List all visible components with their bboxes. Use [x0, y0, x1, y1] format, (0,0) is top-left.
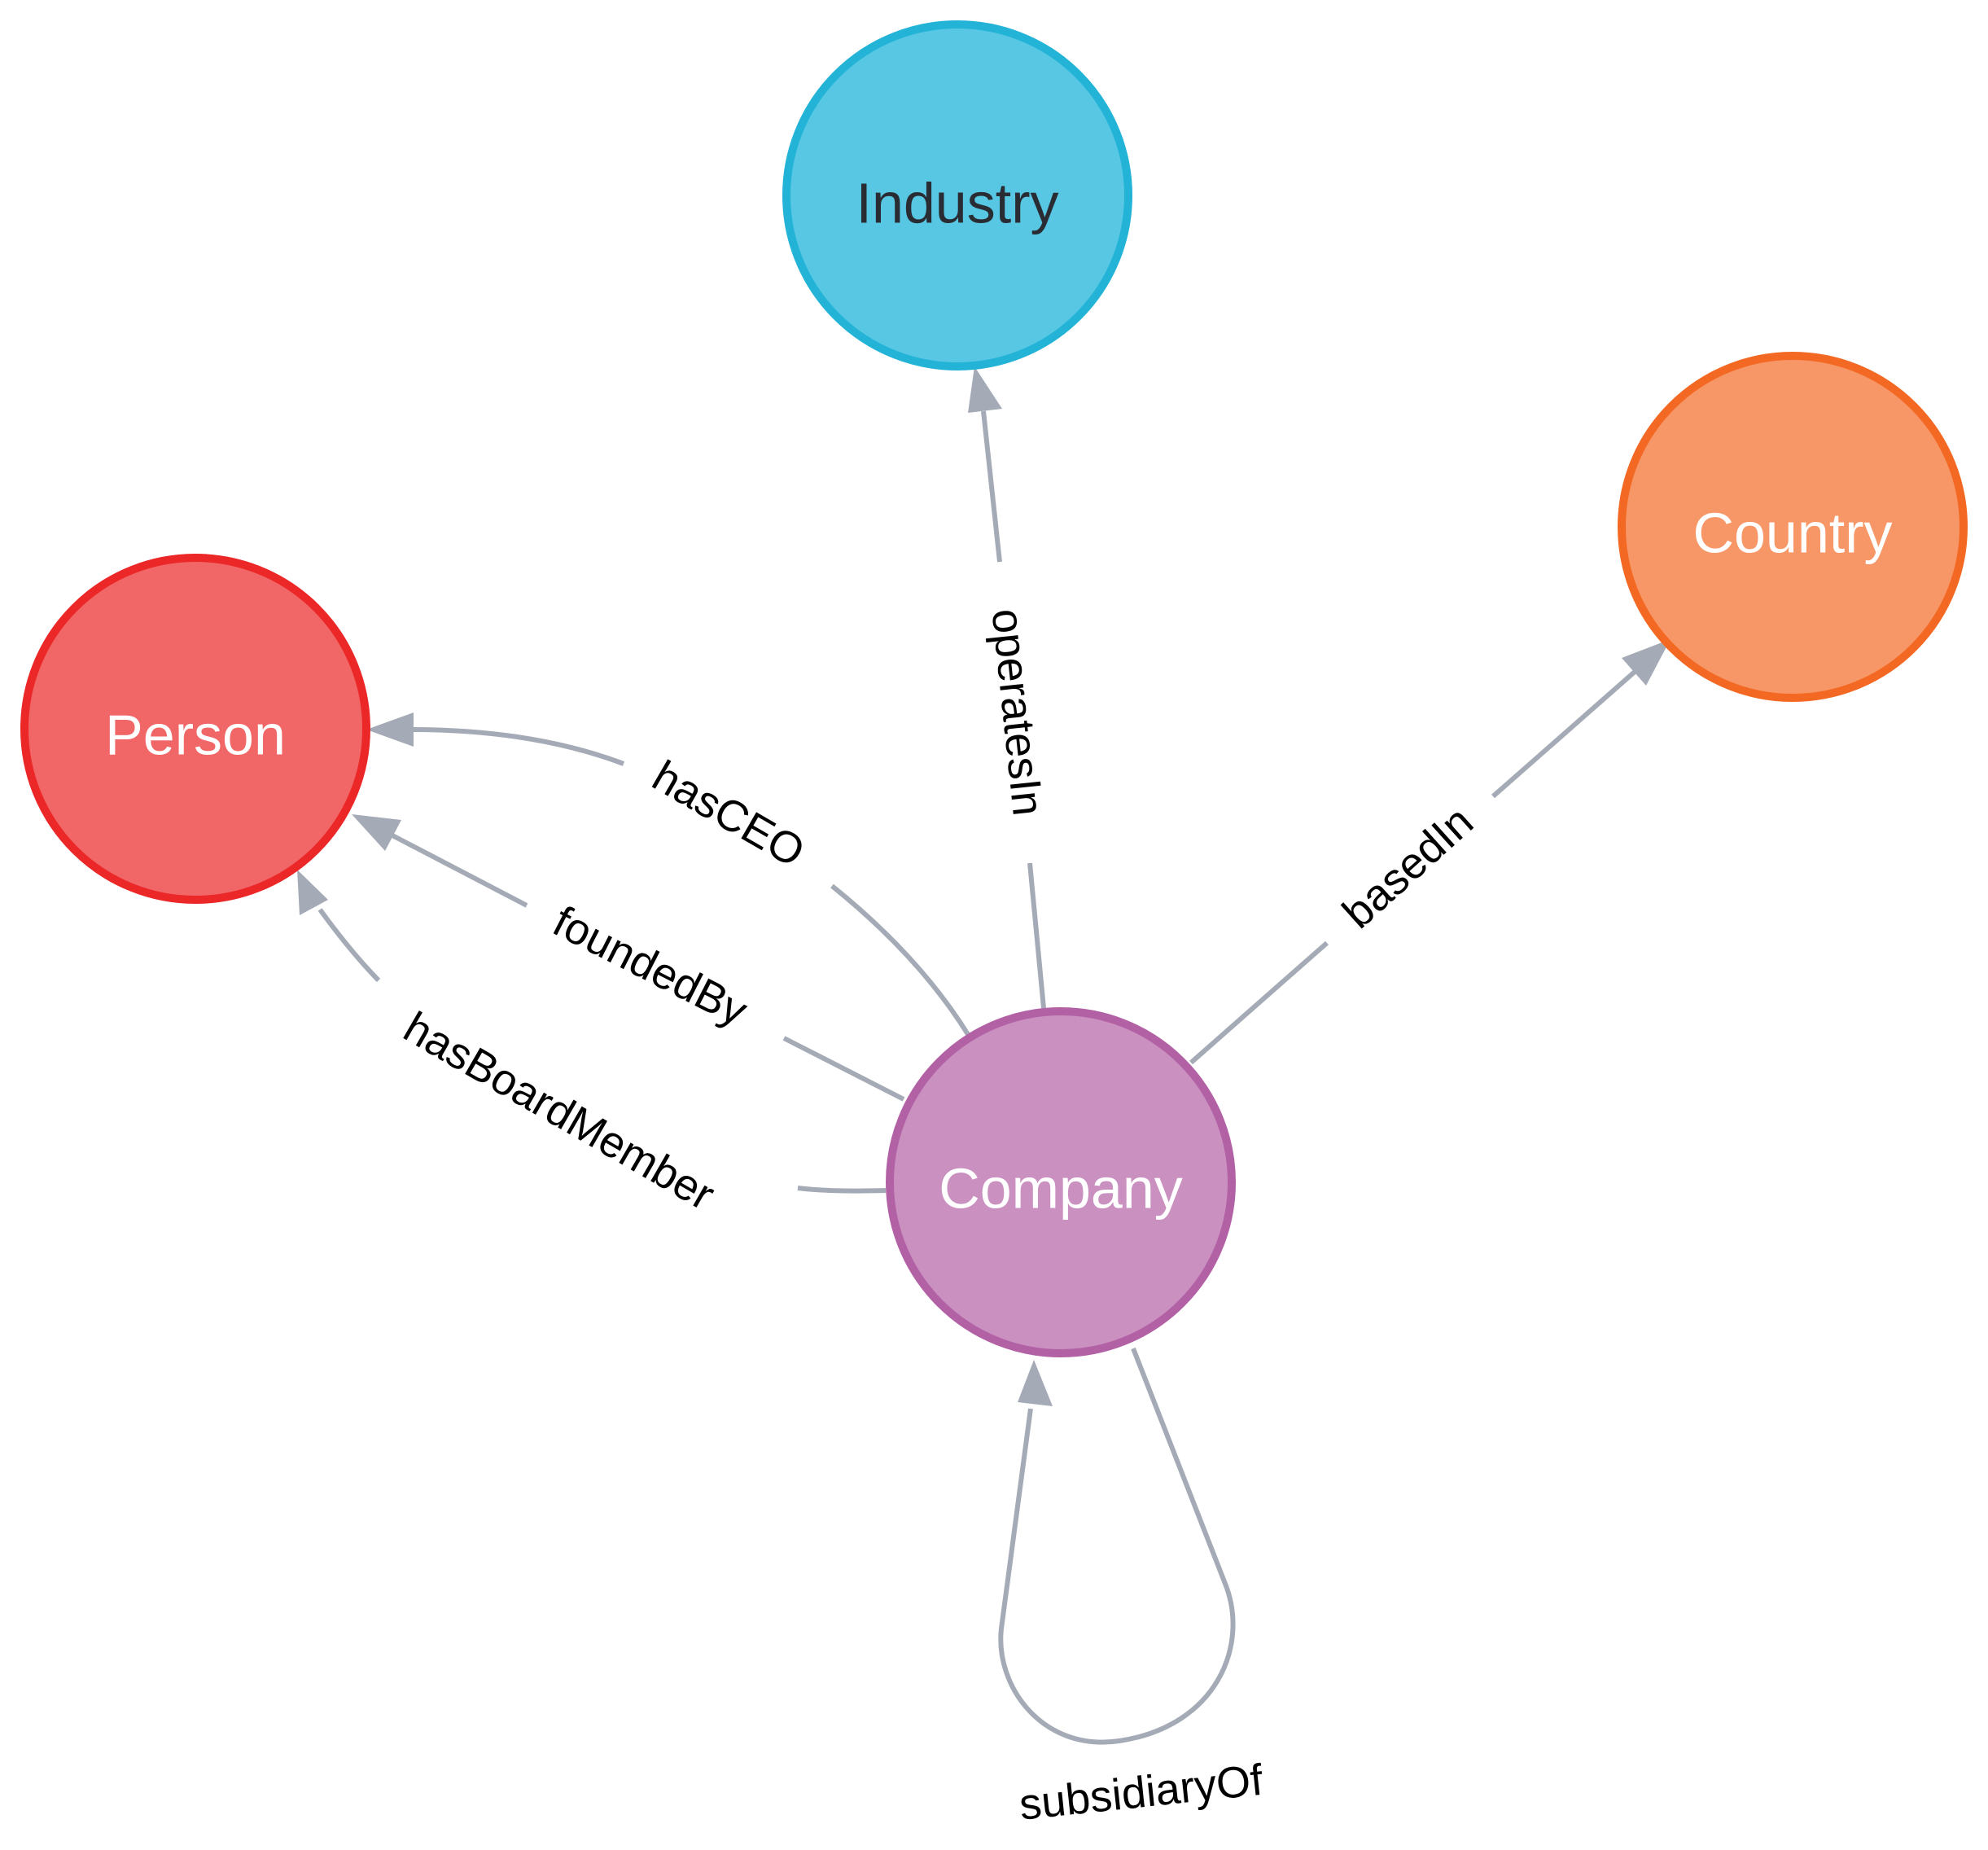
relationship-label: operatesIn — [983, 607, 1053, 818]
relationship-basedin-arrowhead — [1622, 639, 1671, 686]
relationship-subsidiaryof-arrowhead — [1018, 1360, 1053, 1406]
relationship-basedin[interactable]: basedIn — [1189, 639, 1671, 1065]
relationship-operatesin-line — [981, 410, 1046, 1009]
relationship-label: hasCEO — [644, 752, 812, 877]
node-country[interactable]: Country — [1618, 352, 1968, 702]
relationship-label: foundedBy — [545, 897, 755, 1036]
node-industry-circle — [782, 20, 1132, 370]
node-label: Industry — [856, 171, 1059, 235]
relationship-foundedby-arrowhead — [352, 814, 401, 851]
node-industry[interactable]: Industry — [782, 20, 1132, 370]
relationship-basedin-line — [1189, 669, 1636, 1065]
node-label: Company — [939, 1156, 1183, 1220]
relationship-label: basedIn — [1333, 797, 1482, 938]
relationship-operatesin[interactable]: operatesIn — [968, 366, 1053, 1009]
relationship-hasceo-arrowhead — [366, 712, 414, 747]
node-company-circle — [886, 1007, 1236, 1357]
node-person[interactable]: Person — [20, 554, 370, 904]
relationship-subsidiaryof-line — [998, 1347, 1236, 1745]
relationship-operatesin-arrowhead — [968, 366, 1002, 413]
relationship-hasboardmember-line — [317, 908, 887, 1194]
relationship-hasceo-line — [410, 727, 971, 1037]
relationship-foundedby-line — [391, 833, 905, 1102]
relationship-label: subsidiaryOf — [1017, 1756, 1266, 1830]
node-label: Country — [1692, 501, 1892, 564]
relationship-label: hasBoardMember — [396, 1002, 723, 1220]
relationship-hasboardmember-arrowhead — [297, 870, 328, 915]
relationship-subsidiaryof[interactable]: subsidiaryOf — [998, 1347, 1266, 1830]
node-country-circle — [1618, 352, 1968, 702]
node-person-circle — [20, 554, 370, 904]
node-company[interactable]: Company — [886, 1007, 1236, 1357]
node-label: Person — [105, 703, 286, 766]
